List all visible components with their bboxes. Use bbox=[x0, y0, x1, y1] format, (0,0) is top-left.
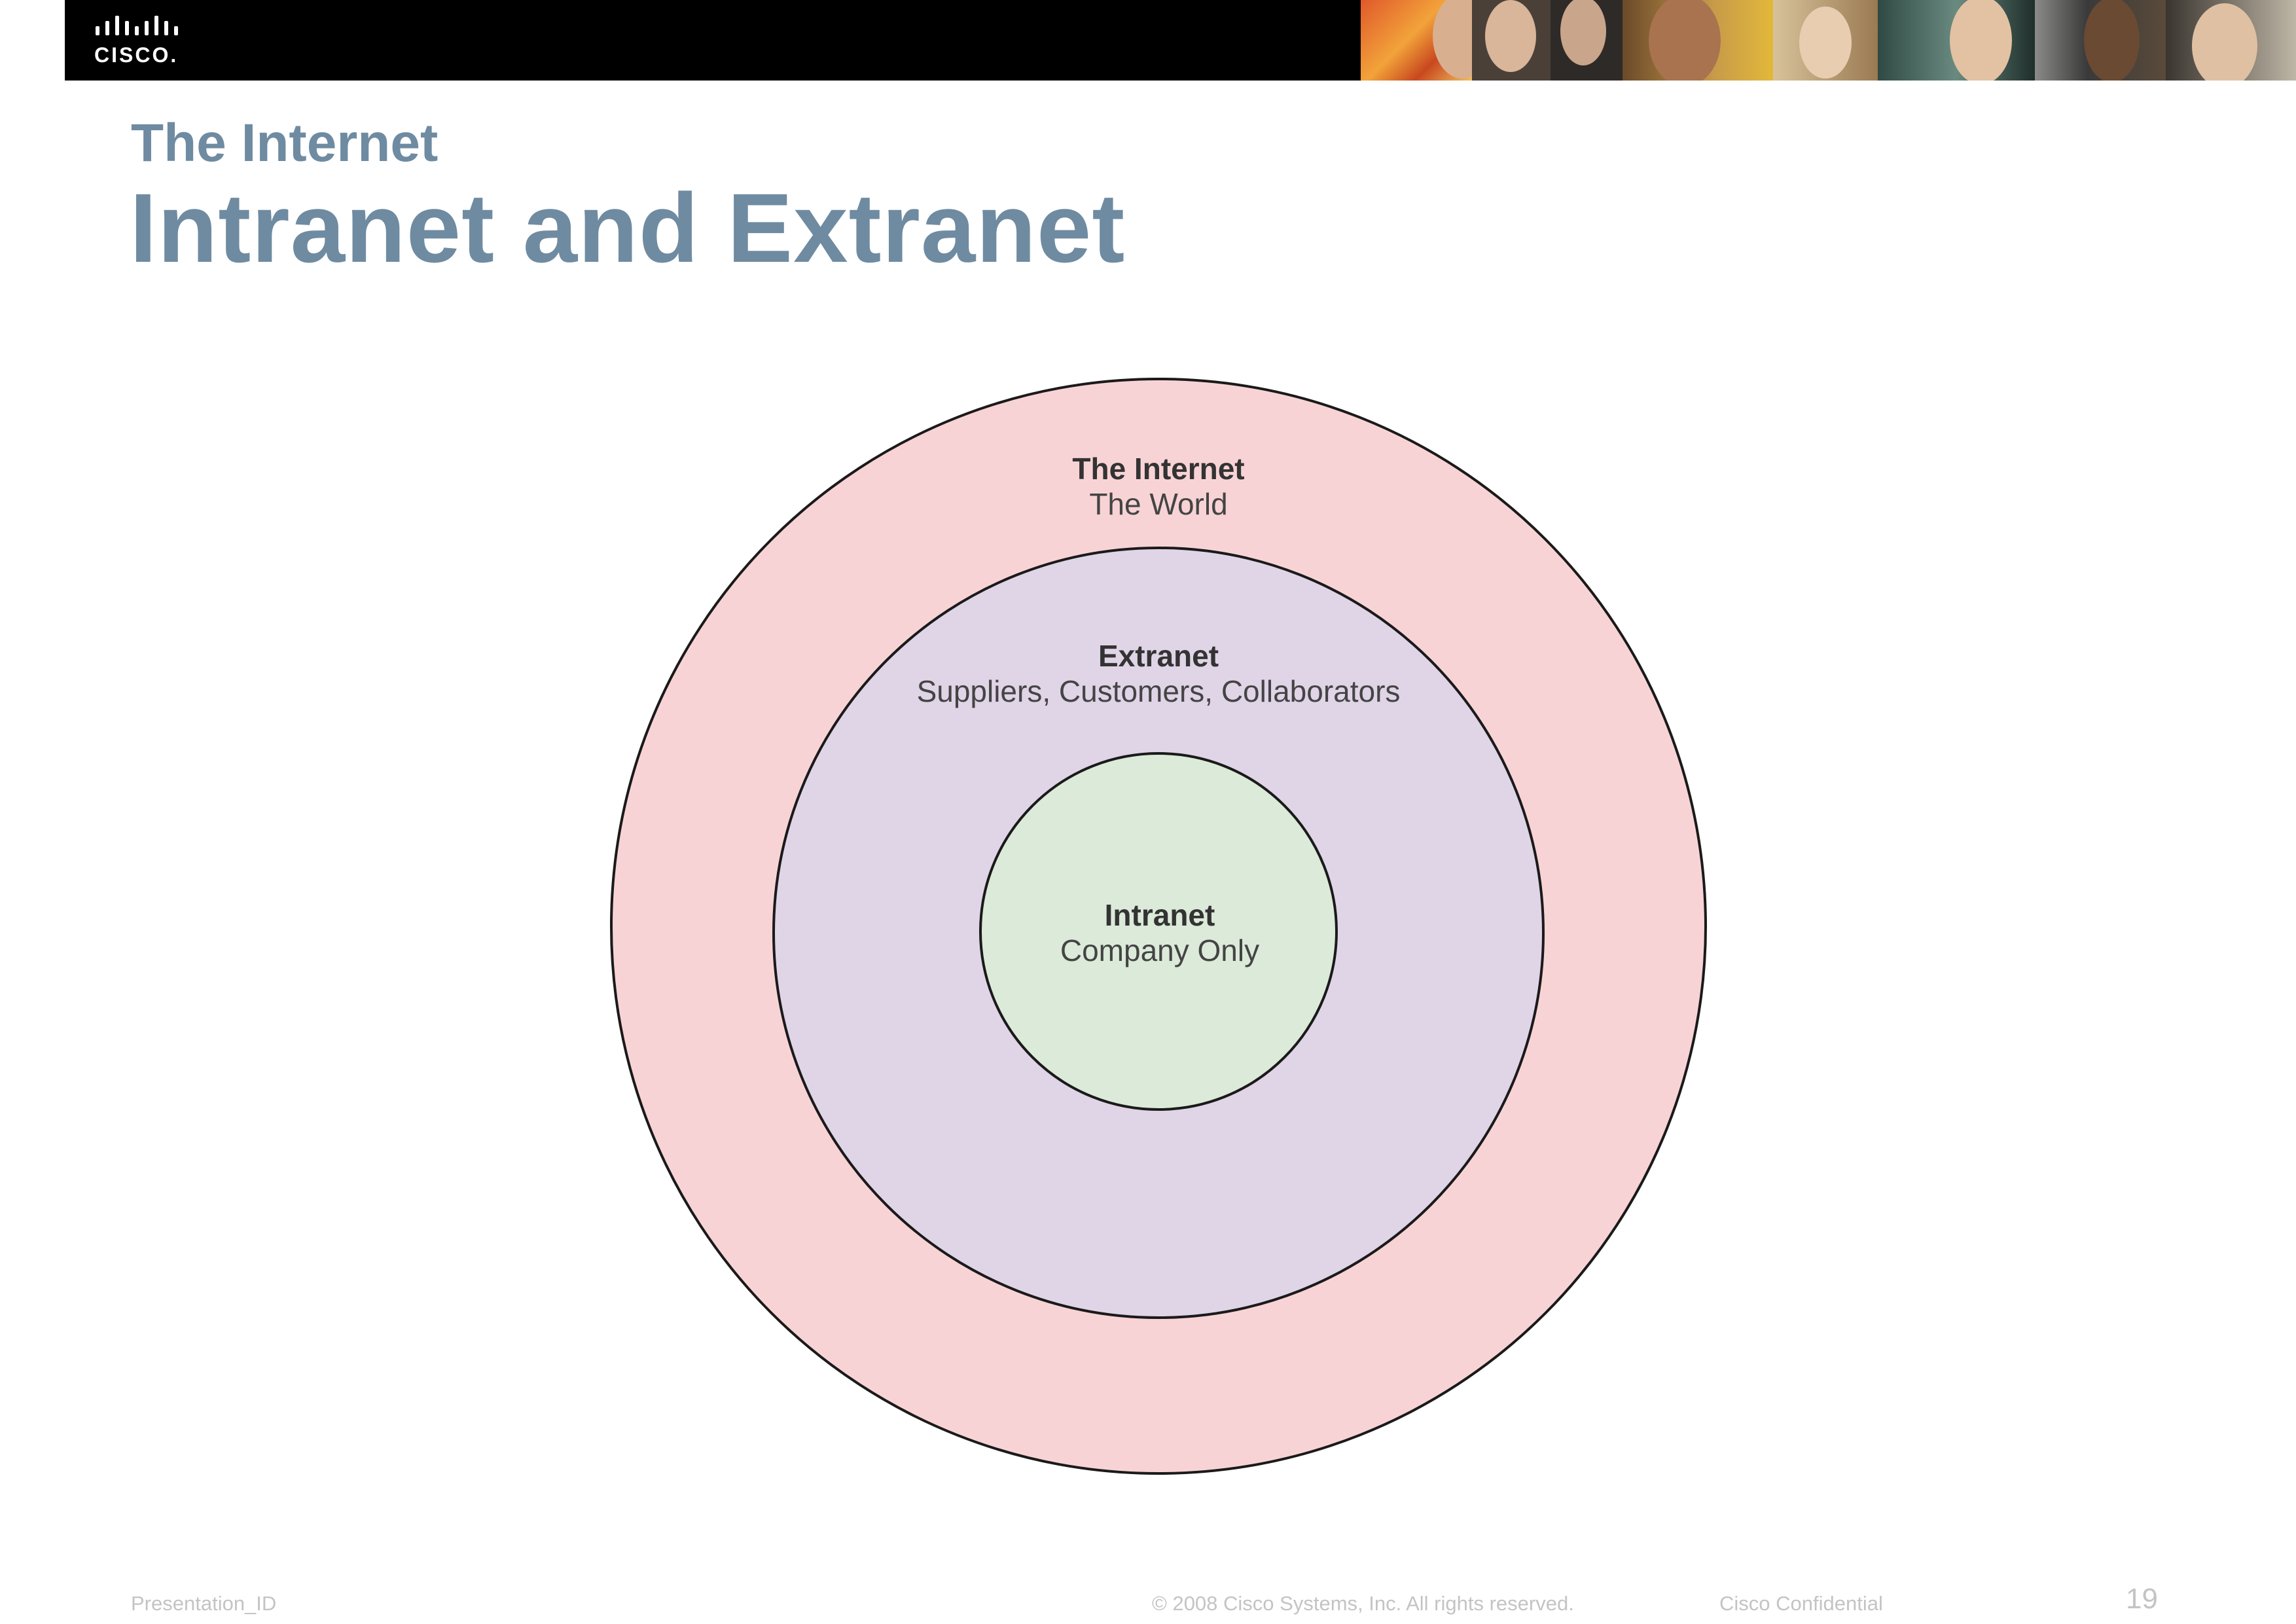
internet-subtitle: The World bbox=[1089, 487, 1228, 521]
internet-label: The Internet The World bbox=[831, 451, 1486, 522]
photo-tile-1 bbox=[1361, 0, 1472, 81]
photo-tile-7 bbox=[2035, 0, 2166, 81]
footer-copyright: © 2008 Cisco Systems, Inc. All rights re… bbox=[1152, 1592, 1574, 1615]
photo-tile-2 bbox=[1472, 0, 1551, 81]
intranet-label: Intranet Company Only bbox=[833, 897, 1487, 968]
cisco-wordmark: CISCO. bbox=[94, 43, 179, 67]
footer-confidential: Cisco Confidential bbox=[1719, 1592, 1883, 1615]
intranet-subtitle: Company Only bbox=[1060, 933, 1260, 967]
intranet-title: Intranet bbox=[1104, 898, 1215, 932]
intranet-circle bbox=[979, 752, 1338, 1111]
footer-presentation-id: Presentation_ID bbox=[131, 1592, 277, 1615]
page-number: 19 bbox=[2126, 1583, 2158, 1615]
photo-tile-3 bbox=[1551, 0, 1623, 81]
slide-title: Intranet and Extranet bbox=[130, 173, 1126, 283]
cisco-bars-icon bbox=[96, 16, 178, 35]
extranet-title: Extranet bbox=[1098, 639, 1219, 673]
cisco-logo: CISCO. bbox=[94, 14, 192, 67]
slide-kicker: The Internet bbox=[131, 113, 439, 173]
photo-tile-5 bbox=[1773, 0, 1878, 81]
extranet-label: Extranet Suppliers, Customers, Collabora… bbox=[831, 638, 1486, 709]
photo-tile-4 bbox=[1623, 0, 1773, 81]
photo-tile-8 bbox=[2166, 0, 2296, 81]
internet-title: The Internet bbox=[1072, 452, 1245, 486]
network-scope-diagram: The Internet The World Extranet Supplier… bbox=[609, 376, 1708, 1476]
extranet-subtitle: Suppliers, Customers, Collaborators bbox=[916, 674, 1401, 708]
header-photo-strip bbox=[1361, 0, 2296, 81]
header-bar: CISCO. bbox=[65, 0, 2296, 81]
photo-tile-6 bbox=[1878, 0, 2035, 81]
